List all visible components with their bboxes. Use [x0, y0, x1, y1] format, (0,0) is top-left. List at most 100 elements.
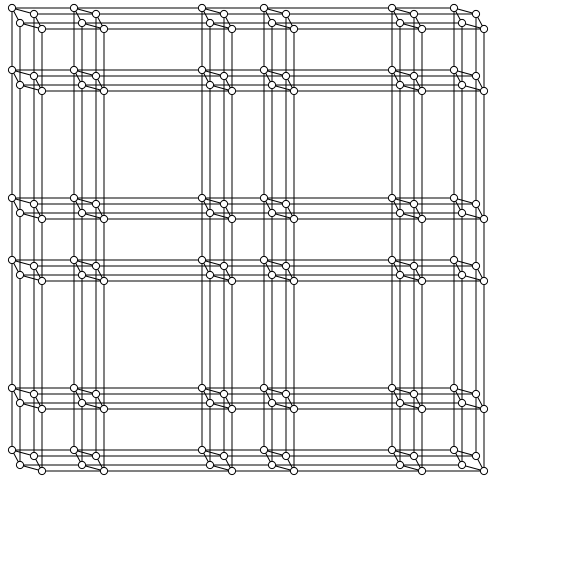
graph-node — [450, 194, 457, 201]
graph-node — [228, 25, 235, 32]
graph-node — [458, 271, 465, 278]
graph-node — [410, 72, 417, 79]
graph-node — [282, 10, 289, 17]
graph-node — [458, 81, 465, 88]
graph-node — [410, 262, 417, 269]
graph-node — [30, 262, 37, 269]
graph-node — [16, 209, 23, 216]
graph-node — [92, 72, 99, 79]
graph-node — [38, 25, 45, 32]
graph-node — [198, 446, 205, 453]
graph-node — [480, 87, 487, 94]
graph-node — [220, 390, 227, 397]
graph-node — [268, 81, 275, 88]
graph-node — [70, 4, 77, 11]
graph-node — [78, 399, 85, 406]
graph-node — [418, 277, 425, 284]
graph-node — [198, 66, 205, 73]
graph-node — [92, 200, 99, 207]
graph-node — [458, 209, 465, 216]
graph-node — [418, 87, 425, 94]
graph-node — [458, 399, 465, 406]
graph-node — [260, 4, 267, 11]
graph-node — [220, 72, 227, 79]
graph-node — [290, 25, 297, 32]
graph-node — [418, 467, 425, 474]
graph-node — [30, 452, 37, 459]
graph-node — [290, 405, 297, 412]
graph-node — [100, 277, 107, 284]
graph-node — [38, 277, 45, 284]
graph-node — [228, 467, 235, 474]
graph-node — [282, 262, 289, 269]
graph-node — [8, 66, 15, 73]
graph-node — [388, 194, 395, 201]
graph-node — [228, 87, 235, 94]
graph-node — [472, 10, 479, 17]
graph-node — [260, 446, 267, 453]
graph-node — [206, 271, 213, 278]
graph-node — [282, 72, 289, 79]
graph-node — [38, 467, 45, 474]
graph-node — [450, 384, 457, 391]
graph-node — [198, 4, 205, 11]
graph-node — [268, 271, 275, 278]
graph-node — [92, 262, 99, 269]
graph-node — [16, 271, 23, 278]
graph-node — [30, 72, 37, 79]
graph-node — [290, 277, 297, 284]
graph-node — [206, 209, 213, 216]
graph-node — [450, 66, 457, 73]
graph-node — [78, 19, 85, 26]
graph-node — [100, 405, 107, 412]
graph-node — [450, 4, 457, 11]
graph-node — [100, 87, 107, 94]
graph-node — [410, 10, 417, 17]
graph-node — [458, 19, 465, 26]
graph-node — [396, 19, 403, 26]
graph-node — [396, 461, 403, 468]
graph-node — [268, 19, 275, 26]
graph-node — [100, 215, 107, 222]
graph-node — [8, 194, 15, 201]
graph-node — [16, 461, 23, 468]
graph-node — [480, 405, 487, 412]
graph-node — [70, 256, 77, 263]
graph-node — [290, 467, 297, 474]
graph-node — [78, 209, 85, 216]
graph-node — [472, 390, 479, 397]
graph-node — [450, 446, 457, 453]
graph-node — [282, 200, 289, 207]
graph-node — [290, 87, 297, 94]
graph-node — [38, 215, 45, 222]
graph-node — [228, 405, 235, 412]
graph-node — [38, 405, 45, 412]
graph-node — [8, 384, 15, 391]
graph-node — [268, 209, 275, 216]
graph-node — [290, 215, 297, 222]
graph-node — [220, 262, 227, 269]
graph-node — [198, 384, 205, 391]
graph-node — [418, 405, 425, 412]
graph-node — [16, 19, 23, 26]
graph-node — [30, 390, 37, 397]
graph-node — [206, 81, 213, 88]
graph-node — [16, 399, 23, 406]
graph-node — [70, 66, 77, 73]
graph-node — [388, 384, 395, 391]
graph-node — [458, 461, 465, 468]
graph-node — [220, 452, 227, 459]
graph-node — [38, 87, 45, 94]
graph-node — [268, 399, 275, 406]
graph-node — [30, 10, 37, 17]
graph-node — [410, 452, 417, 459]
graph-node — [472, 200, 479, 207]
graph-node — [8, 4, 15, 11]
graph-node — [396, 209, 403, 216]
graph-node — [220, 10, 227, 17]
graph-node — [206, 399, 213, 406]
graph-node — [70, 446, 77, 453]
graph-node — [260, 384, 267, 391]
graph-node — [472, 72, 479, 79]
